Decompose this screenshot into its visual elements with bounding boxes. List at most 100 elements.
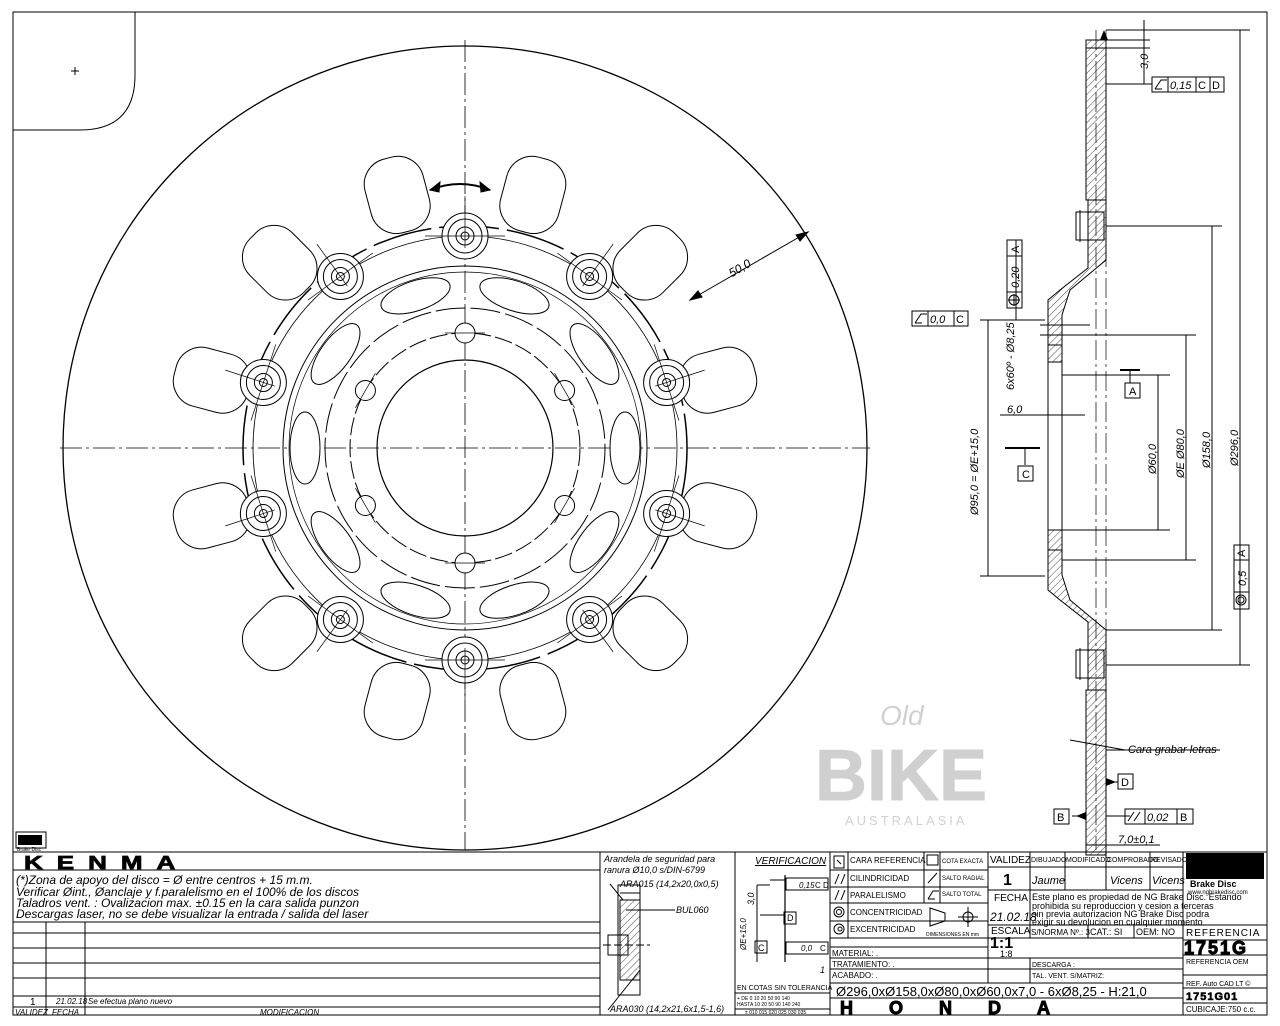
rev-h-fecha: FECHA: [52, 1008, 79, 1017]
sym-cara-ref: CARA REFERENCIA: [850, 856, 926, 865]
washer-title: Arandela de seguridad para: [603, 854, 715, 864]
carrier-oval: [569, 511, 620, 573]
ver-00: 0,0: [801, 944, 813, 953]
info-h-validez: VALIDEZ: [990, 855, 1031, 866]
ver-30: 3,0: [746, 892, 756, 905]
carrier-oval: [380, 581, 451, 619]
rivet-core: [335, 615, 345, 625]
rivet-radial: [582, 609, 614, 653]
rivet-radial: [582, 243, 614, 287]
sym-salto-radial: SALTO RADIAL: [942, 876, 985, 882]
rivet-core: [258, 509, 268, 519]
ref-value: 1751G: [1184, 938, 1248, 958]
vent-slot: [612, 595, 689, 672]
rivet-core: [585, 271, 595, 281]
notice-1: Este plano es propiedad de NG Brake Disc…: [1032, 892, 1242, 902]
watermark: Old BIKE AUSTRALASIA: [815, 700, 988, 828]
sym-salto-total: SALTO TOTAL: [942, 892, 982, 898]
datum-c: C: [1198, 80, 1206, 92]
rivet-inner: [330, 266, 350, 286]
vent-slot: [612, 224, 689, 301]
rivet-inner: [580, 266, 600, 286]
rivet-inner: [657, 372, 677, 392]
ver-015: 0,15: [799, 881, 815, 890]
tol-row3: ± 010 015 020 025 030 035: [745, 1010, 806, 1016]
sym-cota-exacta: COTA EXACTA: [942, 859, 983, 865]
dim-020: 0,20: [1010, 266, 1022, 288]
drawing-frame: [12, 11, 1268, 1016]
sym-dim-mm: DIMENSIONES EN mm: [926, 932, 979, 938]
info-h-modificado: MODIFICADO: [1066, 857, 1111, 864]
ng-small-logo: [18, 835, 42, 845]
info-spec: Ø296,0xØ158,0xØ80,0xØ60,0x7,0 - 6xØ8,25 …: [836, 984, 1147, 999]
carrier-oval: [609, 411, 641, 485]
info-fecha: 21.02.18: [989, 910, 1037, 924]
ref-cubicaje: CUBICAJE:750 c.c.: [1186, 1005, 1256, 1014]
info-norma: S/NORMA Nº.: 3: [1031, 928, 1090, 937]
hole-axis: [554, 373, 575, 408]
hole-axis: [355, 488, 376, 523]
rivet-radial: [316, 243, 348, 287]
info-make: HONDA: [840, 998, 1086, 1018]
sym-cilindricidad: CILINDRICIDAD: [850, 874, 909, 883]
notice-4: exigir su devolucion en cualquier moment…: [1032, 917, 1203, 927]
vent-slot: [499, 661, 567, 741]
info-material: MATERIAL: .: [832, 949, 878, 958]
sym-concentricidad: CONCENTRICIDAD: [850, 908, 923, 917]
datum-b: B: [1057, 812, 1064, 824]
info-tratamiento: TRATAMIENTO: .: [832, 960, 895, 969]
ref-header: REFERENCIA: [1186, 928, 1260, 939]
dim-002: 0,02: [1147, 812, 1168, 824]
rivet-mid: [649, 496, 685, 532]
datum-b-ref: B: [1180, 812, 1187, 824]
info-h-fecha: FECHA: [994, 893, 1028, 904]
vent-slot: [241, 595, 318, 672]
rev-h-validez: VALIDEZ: [15, 1008, 49, 1017]
ver-d: D: [787, 913, 794, 923]
watermark-line1: Old: [880, 700, 925, 731]
tol-row2: HASTA 10 20 50 90 140 240: [737, 1002, 801, 1008]
rivet-radial: [655, 369, 705, 387]
carrier-oval: [380, 277, 451, 315]
datum-a-runout: A: [1236, 549, 1248, 557]
info-escala: 1:1: [990, 935, 1013, 952]
kenma-brand: KENMA: [24, 852, 189, 873]
dim-6: 6,0: [1007, 404, 1023, 416]
dim-95: Ø95,0 = ØE+15,0: [969, 428, 981, 516]
vent-slot: [363, 155, 431, 235]
ng-url: www.ngbrakedisc.com: [1187, 890, 1248, 896]
note-1: (*)Zona de apoyo del disco = Ø entre cen…: [16, 873, 313, 887]
info-h-comprobado: COMPROBADO: [1107, 857, 1159, 864]
tol-title: EN COTAS SIN TOLERANCIA: [737, 985, 833, 992]
datum-a-pos: A: [1010, 245, 1022, 253]
info-revisado: Vicens: [1152, 875, 1185, 887]
corner-box: [13, 12, 136, 131]
info-escala2: 1:8: [1000, 949, 1013, 959]
rivet-inner: [330, 610, 350, 630]
ng-small-sub: Brake Disc: [17, 847, 42, 853]
rev-fecha: 21.02.18: [55, 997, 88, 1006]
info-h-dibujado: DIBUJADO: [1031, 857, 1067, 864]
watermark-line3: AUSTRALASIA: [845, 813, 968, 828]
disc-front-view: [60, 40, 870, 851]
rivet-inner: [253, 504, 273, 524]
dim-80: ØE Ø80,0: [1175, 428, 1187, 479]
rev-desc: Se efectua plano nuevo: [88, 997, 173, 1006]
vent-slot: [241, 224, 318, 301]
info-cat: CAT.: SI: [1090, 927, 1122, 937]
ver-e: ØE+15,0: [739, 918, 748, 951]
notice-3: sin previa autorizacion NG Brake Disc po…: [1032, 909, 1209, 919]
rivet-inner: [580, 610, 600, 630]
rivet-core: [662, 377, 672, 387]
dim-60: Ø60,0: [1147, 443, 1159, 475]
ref-cad-value: 1751G01: [1186, 991, 1238, 1003]
dim-296: Ø296,0: [1229, 429, 1241, 467]
watermark-line2: BIKE: [815, 736, 987, 816]
ref-cad: REF. Auto CAD LT ©: [1186, 980, 1251, 988]
rivet-core: [585, 615, 595, 625]
note-4: Descargas laser, no se debe visualizar l…: [16, 907, 369, 921]
info-validez: 1: [1003, 872, 1012, 889]
rivet-core: [662, 509, 672, 519]
rivet-core: [335, 271, 345, 281]
